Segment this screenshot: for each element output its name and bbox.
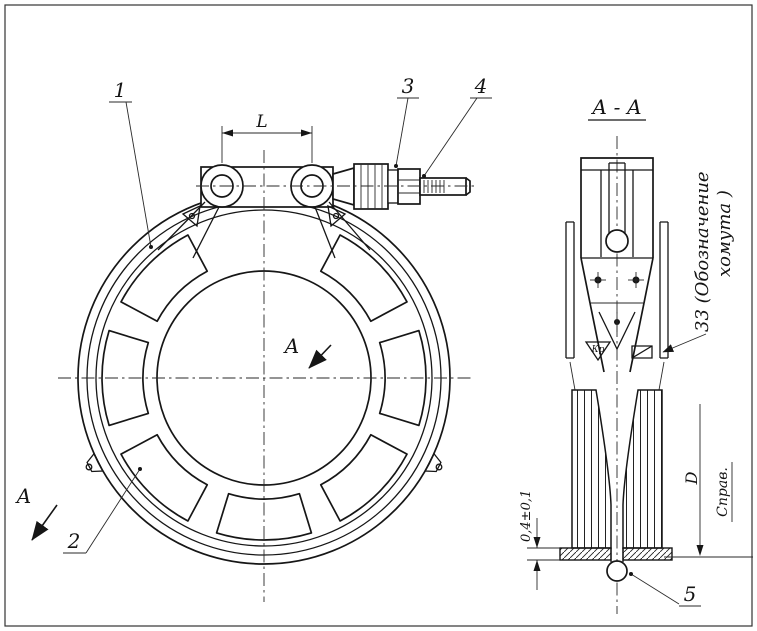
washer <box>387 169 399 204</box>
swivel-barrel <box>353 163 389 210</box>
callout-1: 1 <box>109 78 153 249</box>
dimension-d-label: D <box>682 471 701 485</box>
dimension-l-label: L <box>255 112 267 132</box>
thread-lines <box>423 180 445 193</box>
bolt-assembly <box>332 163 471 210</box>
kr-triangle-mark <box>584 341 612 362</box>
section-title: А - А <box>590 95 642 119</box>
front-view: L 1 2 3 4 <box>14 74 492 602</box>
hub-cutouts <box>101 234 427 541</box>
dimension-l: L <box>221 112 313 163</box>
designation-note: 33 (Обозначение хомута ) <box>662 171 735 353</box>
section-arrow-corner: А <box>14 484 58 541</box>
clevis-body <box>580 257 654 373</box>
t-bolt-pin-hole <box>605 229 629 253</box>
dimension-gap-label: 0,4±0,1 <box>519 490 534 542</box>
kr-label: Кр <box>591 345 605 355</box>
band-edge-strips <box>565 221 669 391</box>
bolt-tip <box>465 177 471 196</box>
callout-2-label: 2 <box>67 529 81 553</box>
callout-5-label: 5 <box>684 582 697 606</box>
designation-line1: 33 (Обозначение <box>692 171 713 332</box>
designation-line2: хомута ) <box>714 190 735 277</box>
callout-5: 5 <box>629 572 701 607</box>
outer-tabs <box>85 452 443 473</box>
dimension-d: D Справ. <box>664 404 753 558</box>
band-section-block <box>559 389 673 582</box>
callout-3: 3 <box>394 74 419 168</box>
bolt-taper <box>332 166 355 207</box>
right-gusset <box>327 204 347 228</box>
quality-marks: Кр <box>584 341 653 362</box>
thread-shank <box>419 177 467 196</box>
reference-label: Справ. <box>715 467 731 517</box>
flag-mark <box>631 345 653 359</box>
callout-1-label: 1 <box>114 78 127 102</box>
nut <box>397 168 421 205</box>
left-gusset <box>181 204 201 228</box>
dimension-gap: 0,4±0,1 <box>519 490 560 590</box>
sheet-border <box>4 4 753 627</box>
ball-end <box>606 560 628 582</box>
callout-3-label: 3 <box>402 74 415 98</box>
clevis <box>580 157 654 259</box>
flange-right <box>622 547 673 561</box>
flange-left <box>559 547 612 561</box>
section-view: А - А <box>519 95 753 614</box>
section-arrow-mid: А <box>282 334 332 369</box>
section-letter-mid: А <box>282 334 299 358</box>
callout-2: 2 <box>63 467 142 554</box>
callout-4: 4 <box>422 74 492 178</box>
section-letter-corner: А <box>14 484 31 508</box>
callout-4-label: 4 <box>474 74 488 98</box>
